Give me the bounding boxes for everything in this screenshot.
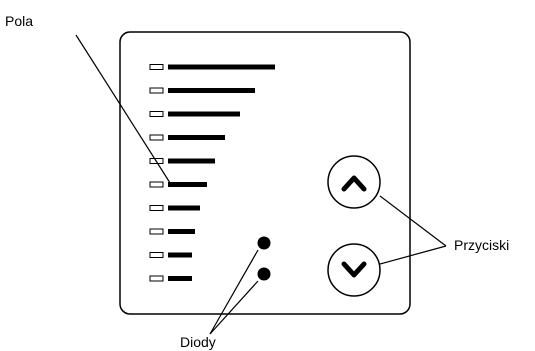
fields-label: Pola bbox=[5, 13, 33, 29]
field-indicator bbox=[149, 87, 164, 94]
buttons-callout-line-1 bbox=[379, 195, 447, 247]
field-indicator bbox=[149, 205, 164, 211]
field-row bbox=[149, 158, 215, 164]
device-panel bbox=[119, 31, 411, 315]
field-bar bbox=[168, 252, 192, 258]
diodes-callout-line-1 bbox=[209, 249, 259, 335]
field-bar bbox=[168, 229, 195, 234]
field-bar bbox=[168, 135, 225, 140]
field-indicator bbox=[149, 252, 164, 258]
buttons-label: Przyciski bbox=[454, 237, 509, 253]
down-button[interactable] bbox=[327, 243, 381, 297]
field-bar bbox=[168, 158, 215, 164]
field-indicator bbox=[149, 111, 164, 117]
field-row bbox=[149, 275, 192, 282]
field-row bbox=[149, 134, 225, 141]
up-button[interactable] bbox=[327, 155, 381, 209]
field-indicator bbox=[149, 275, 164, 282]
fields-callout-line bbox=[75, 34, 173, 187]
field-bar bbox=[168, 276, 192, 281]
field-row bbox=[149, 181, 207, 188]
field-bar bbox=[168, 205, 200, 211]
field-indicator bbox=[149, 181, 164, 188]
field-bar bbox=[168, 182, 207, 187]
field-bar bbox=[168, 111, 240, 117]
buttons-callout-line-2 bbox=[379, 245, 447, 265]
field-indicator bbox=[149, 228, 164, 235]
chevron-up-icon bbox=[341, 175, 367, 192]
field-row bbox=[149, 228, 195, 235]
diode-1 bbox=[257, 236, 271, 250]
field-row bbox=[149, 205, 200, 211]
diode-2 bbox=[257, 267, 271, 281]
field-bar bbox=[168, 88, 255, 93]
field-row bbox=[149, 64, 275, 70]
diodes-label: Diody bbox=[180, 334, 216, 350]
diodes-callout-line-2 bbox=[209, 280, 259, 335]
field-indicator bbox=[149, 64, 164, 70]
field-row bbox=[149, 87, 255, 94]
field-row bbox=[149, 111, 240, 117]
field-row bbox=[149, 252, 192, 258]
field-indicator bbox=[149, 134, 164, 141]
chevron-down-icon bbox=[341, 261, 367, 278]
field-bar bbox=[168, 64, 275, 70]
